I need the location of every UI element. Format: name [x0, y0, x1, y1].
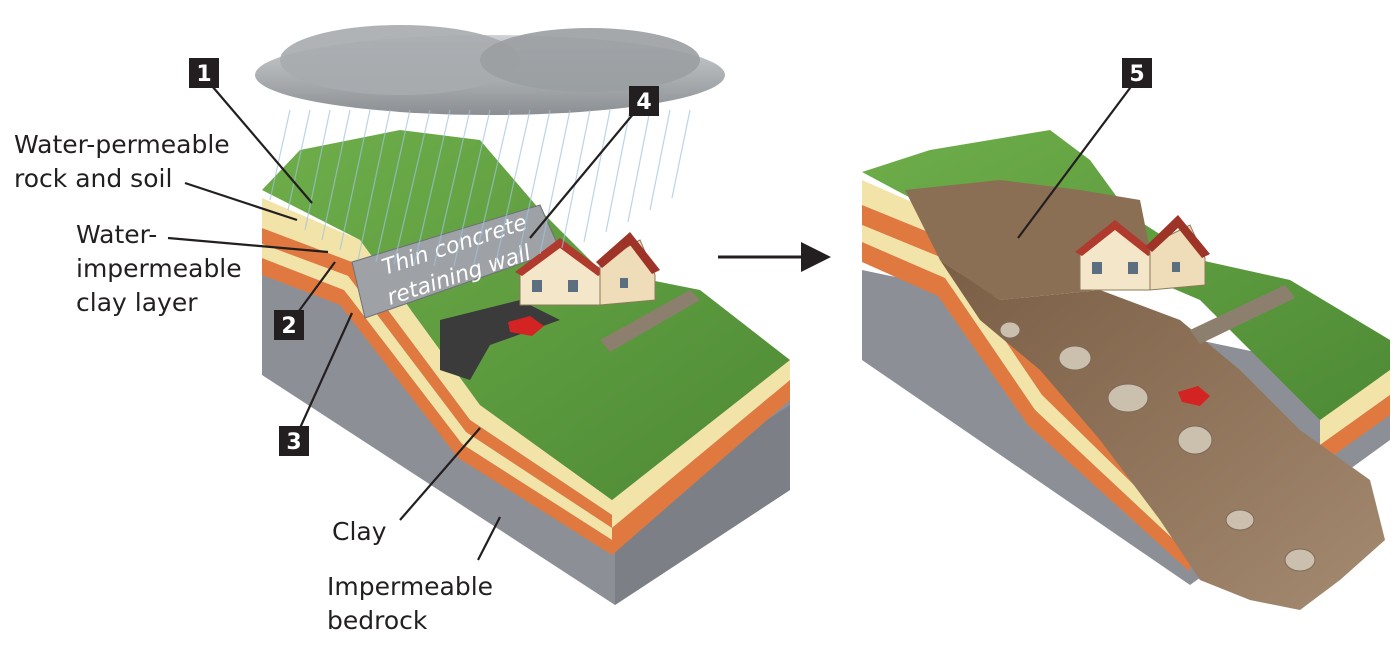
label-bedrock-line2: bedrock — [327, 606, 428, 635]
leader-line-5 — [1017, 83, 1134, 239]
label-permeable-line1: Water-permeable — [14, 130, 230, 159]
label-clay-layer-line3: clay layer — [76, 288, 198, 317]
label-clay-layer-line1: Water- — [76, 220, 157, 249]
sand-layer — [262, 198, 615, 518]
rain — [269, 109, 691, 267]
marker-3: 3 — [279, 426, 309, 456]
landslide-debris — [940, 260, 1385, 610]
storm-cloud — [255, 25, 725, 115]
boulders — [999, 321, 1316, 572]
label-clay-layer-line2: impermeable — [76, 254, 242, 283]
clay-layer-lower — [262, 258, 612, 555]
marker-1: 1 — [189, 58, 219, 88]
leader-lines — [167, 85, 635, 561]
svg-text:2: 2 — [281, 314, 296, 339]
marker-4: 4 — [629, 86, 659, 116]
after-block — [862, 130, 1390, 610]
label-bedrock-line1: Impermeable — [327, 572, 493, 601]
house-after — [1075, 215, 1210, 291]
marker-2: 2 — [274, 310, 304, 340]
car-before — [508, 316, 544, 336]
svg-text:1: 1 — [196, 62, 211, 87]
svg-text:5: 5 — [1129, 62, 1144, 87]
label-clay: Clay — [332, 517, 387, 546]
house-before — [515, 232, 660, 306]
clay-layer-upper — [262, 228, 612, 528]
marker-5: 5 — [1122, 58, 1152, 88]
car-after — [1178, 386, 1210, 406]
before-block: Thin concrete retaining wall — [255, 25, 790, 605]
svg-text:3: 3 — [286, 430, 301, 455]
label-permeable-line2: rock and soil — [14, 164, 172, 193]
svg-text:4: 4 — [636, 90, 651, 115]
